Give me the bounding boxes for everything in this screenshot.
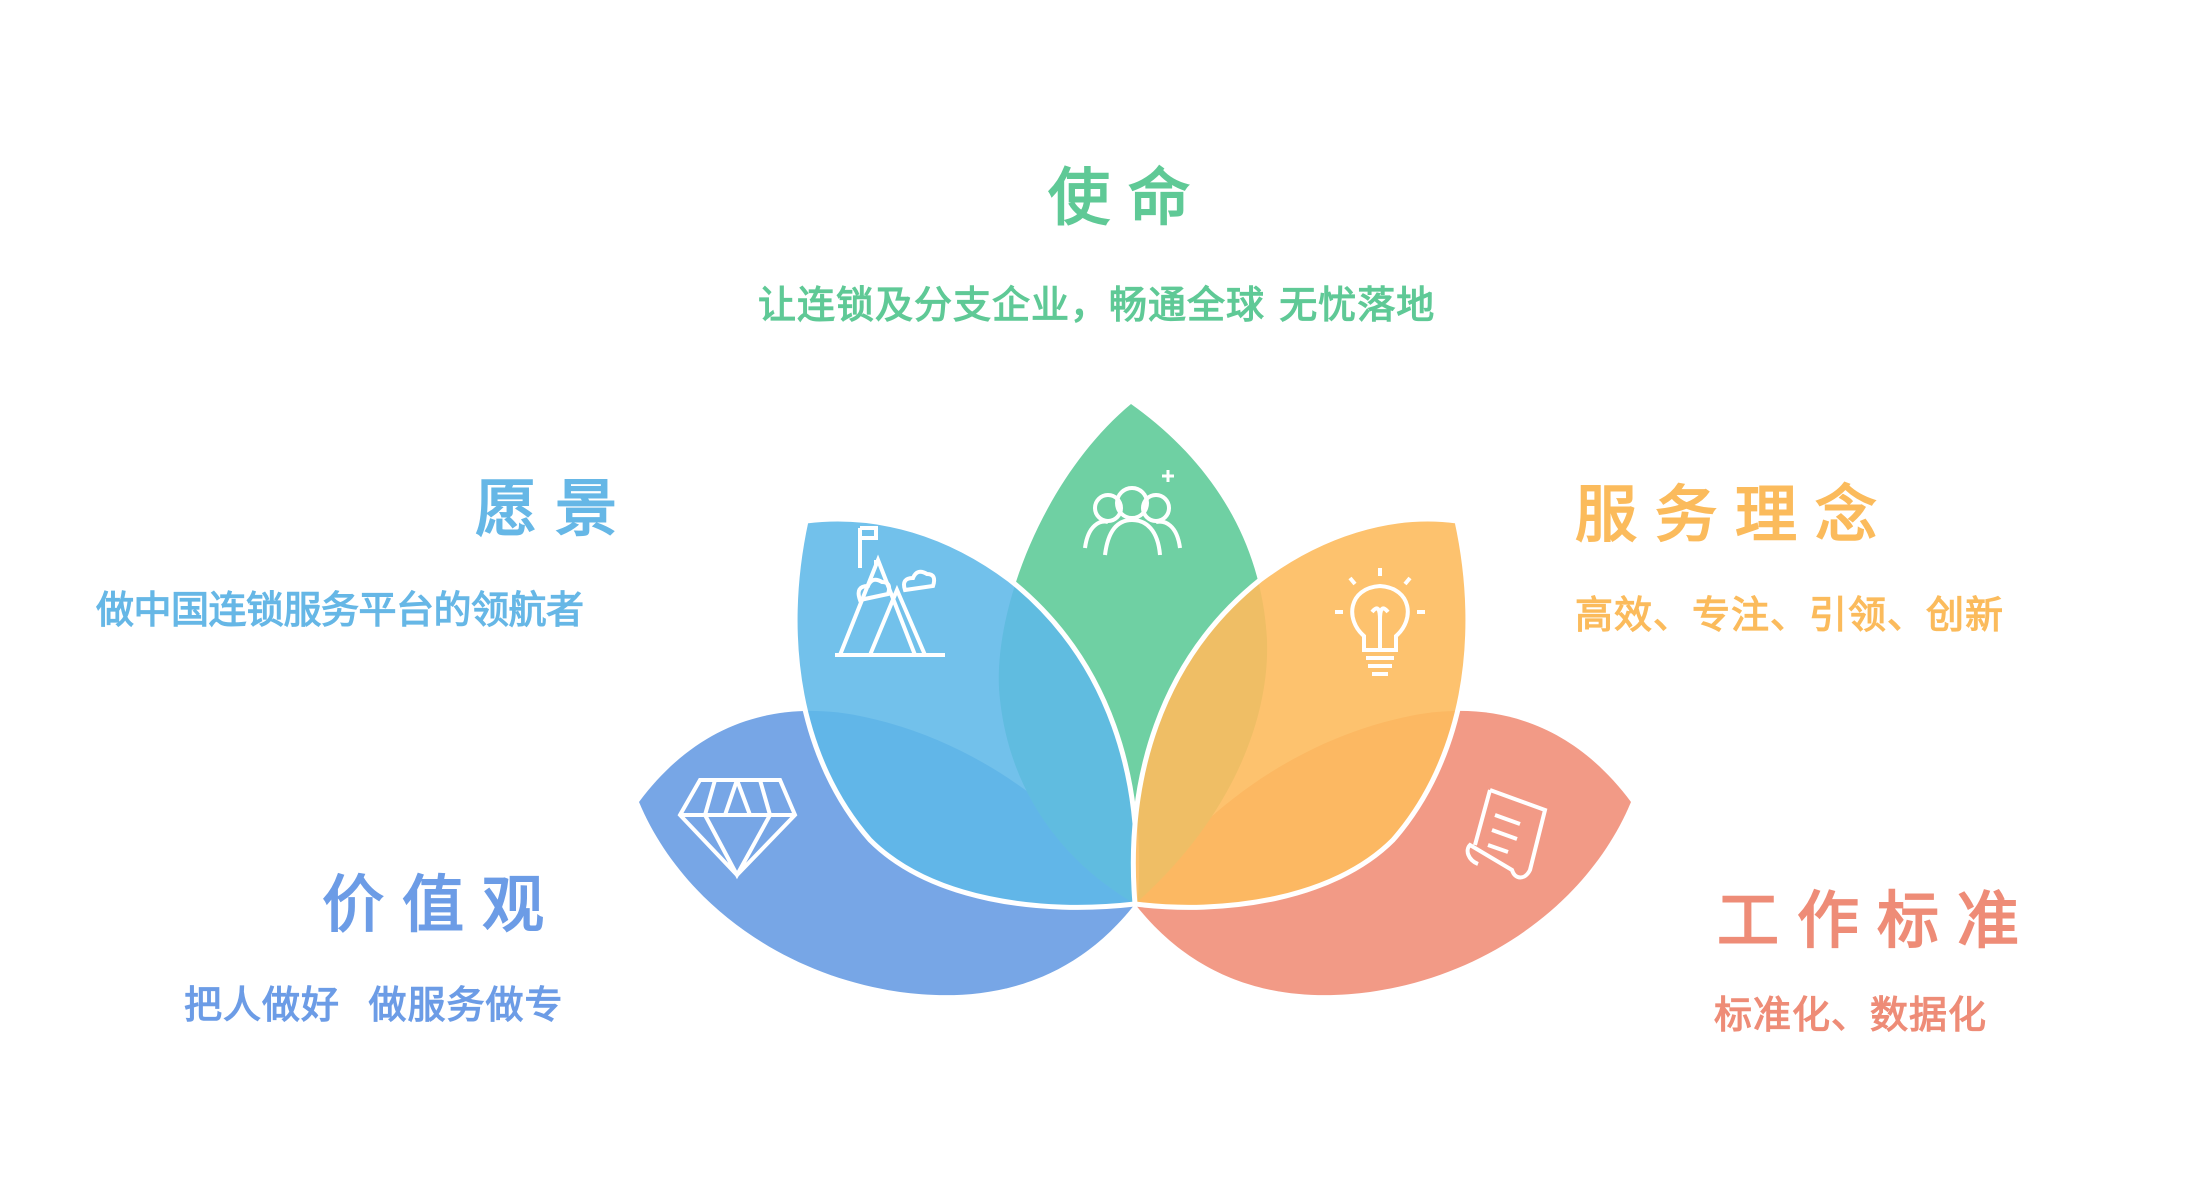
people-group-icon (1083, 470, 1182, 556)
values-text: 把人做好 做服务做专 (184, 983, 564, 1027)
philosophy-text: 高效、专注、引领、创新 (1575, 593, 2005, 637)
diamond-icon (677, 778, 798, 880)
lightbulb-icon (1335, 568, 1425, 676)
mission-text: 让连锁及分支企业，畅通全球 无忧落地 (758, 283, 1436, 327)
vision-text: 做中国连锁服务平台的领航者 (96, 588, 584, 632)
mission-title: 使命 (1048, 161, 1209, 234)
philosophy-title: 服务理念 (1575, 478, 1896, 551)
standard-text: 标准化、数据化 (1714, 993, 1988, 1037)
petal-philosophy (1130, 516, 1471, 910)
values-title: 价值观 (322, 868, 563, 941)
mountain-flag-icon (835, 526, 945, 657)
vision-title: 愿景 (475, 472, 636, 545)
standard-title: 工作标准 (1717, 884, 2038, 957)
document-list-icon (1465, 788, 1548, 880)
